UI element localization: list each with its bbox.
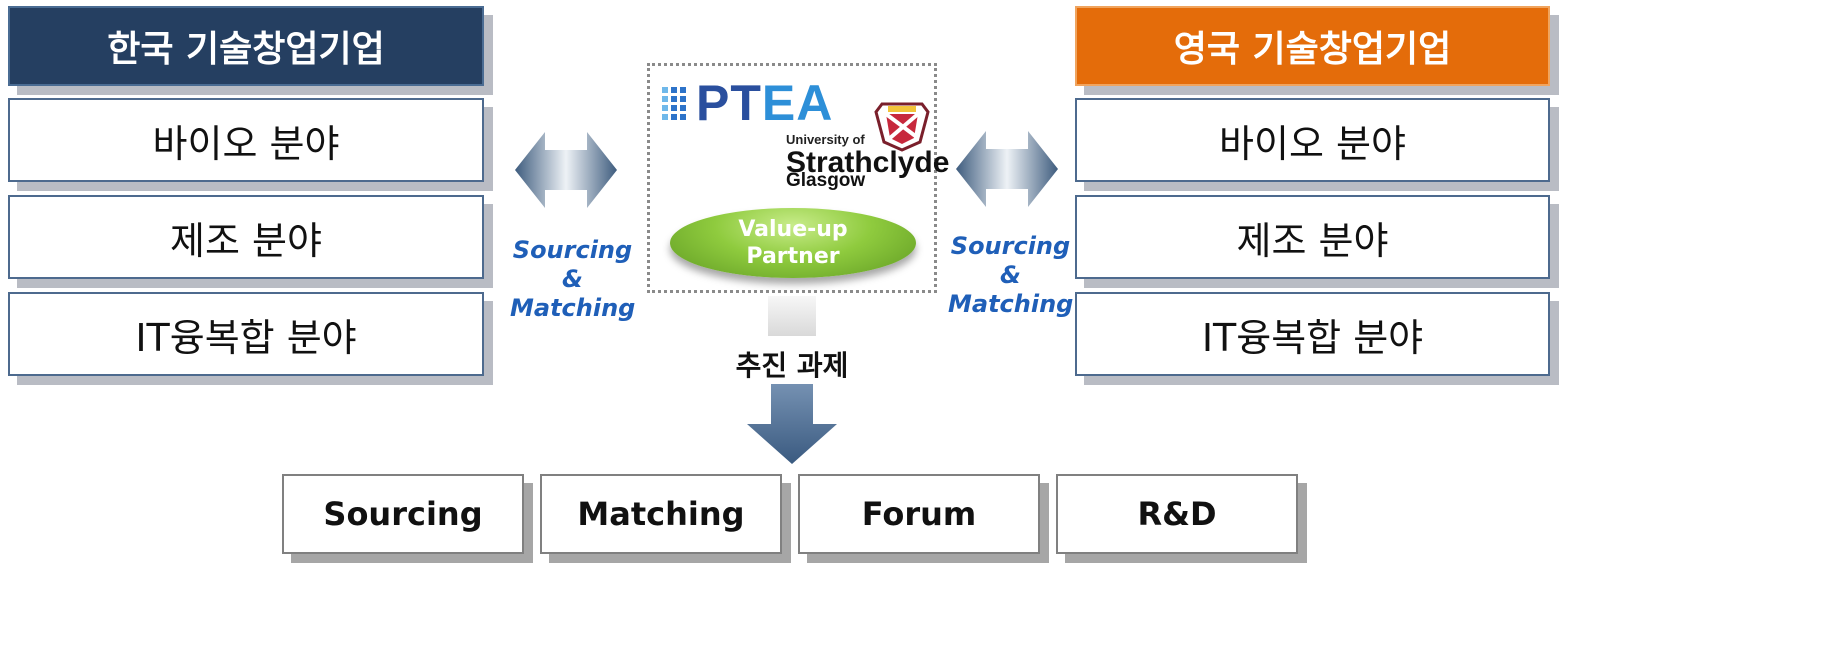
matching-text: Matching (510, 293, 636, 322)
sourcing-text: Sourcing (512, 236, 633, 264)
strathclyde-crest-icon (874, 102, 930, 152)
sourcing-text: Sourcing (950, 232, 1071, 260)
university-city-text: Glasgow (786, 170, 866, 191)
task-forum: Forum (798, 474, 1040, 554)
korea-category-bio: 바이오 분야 (8, 98, 484, 182)
uk-header: 영국 기술창업기업 (1075, 6, 1550, 86)
uk-category-manufacturing: 제조 분야 (1075, 195, 1550, 279)
ptea-logo-text: PTEA (696, 75, 834, 131)
korea-header: 한국 기술창업기업 (8, 6, 484, 86)
ptea-logo-icon (662, 86, 686, 120)
matching-text: Matching (948, 289, 1074, 318)
partner-line2-text: Partner (746, 244, 840, 269)
sourcing-matching-label-right: Sourcing & Matching (948, 232, 1073, 318)
double-arrow-icon (956, 131, 1058, 207)
double-arrow-icon (515, 132, 617, 208)
connector-bar (768, 296, 816, 336)
university-of-text: University of (786, 132, 865, 147)
task-rnd: R&D (1056, 474, 1298, 554)
task-matching: Matching (540, 474, 782, 554)
down-arrow-icon (747, 384, 837, 464)
sourcing-matching-label-left: Sourcing & Matching (510, 236, 635, 322)
uk-category-it-convergence: IT융복합 분야 (1075, 292, 1550, 376)
task-sourcing: Sourcing (282, 474, 524, 554)
tasks-title: 추진 과제 (735, 349, 849, 382)
ptea-logo: PTEA (662, 78, 833, 128)
ampersand-text: & (1000, 260, 1021, 289)
korea-category-manufacturing: 제조 분야 (8, 195, 484, 279)
ampersand-text: & (562, 264, 583, 293)
uk-category-bio: 바이오 분야 (1075, 98, 1550, 182)
korea-category-it-convergence: IT융복합 분야 (8, 292, 484, 376)
partner-box: PTEA University of Strathclyde Glasgow V… (647, 63, 949, 293)
partner-line1-text: Value-up (738, 216, 848, 242)
value-up-partner-badge: Value-up Partner (670, 208, 916, 278)
university-name-text: Strathclyde (786, 146, 950, 179)
